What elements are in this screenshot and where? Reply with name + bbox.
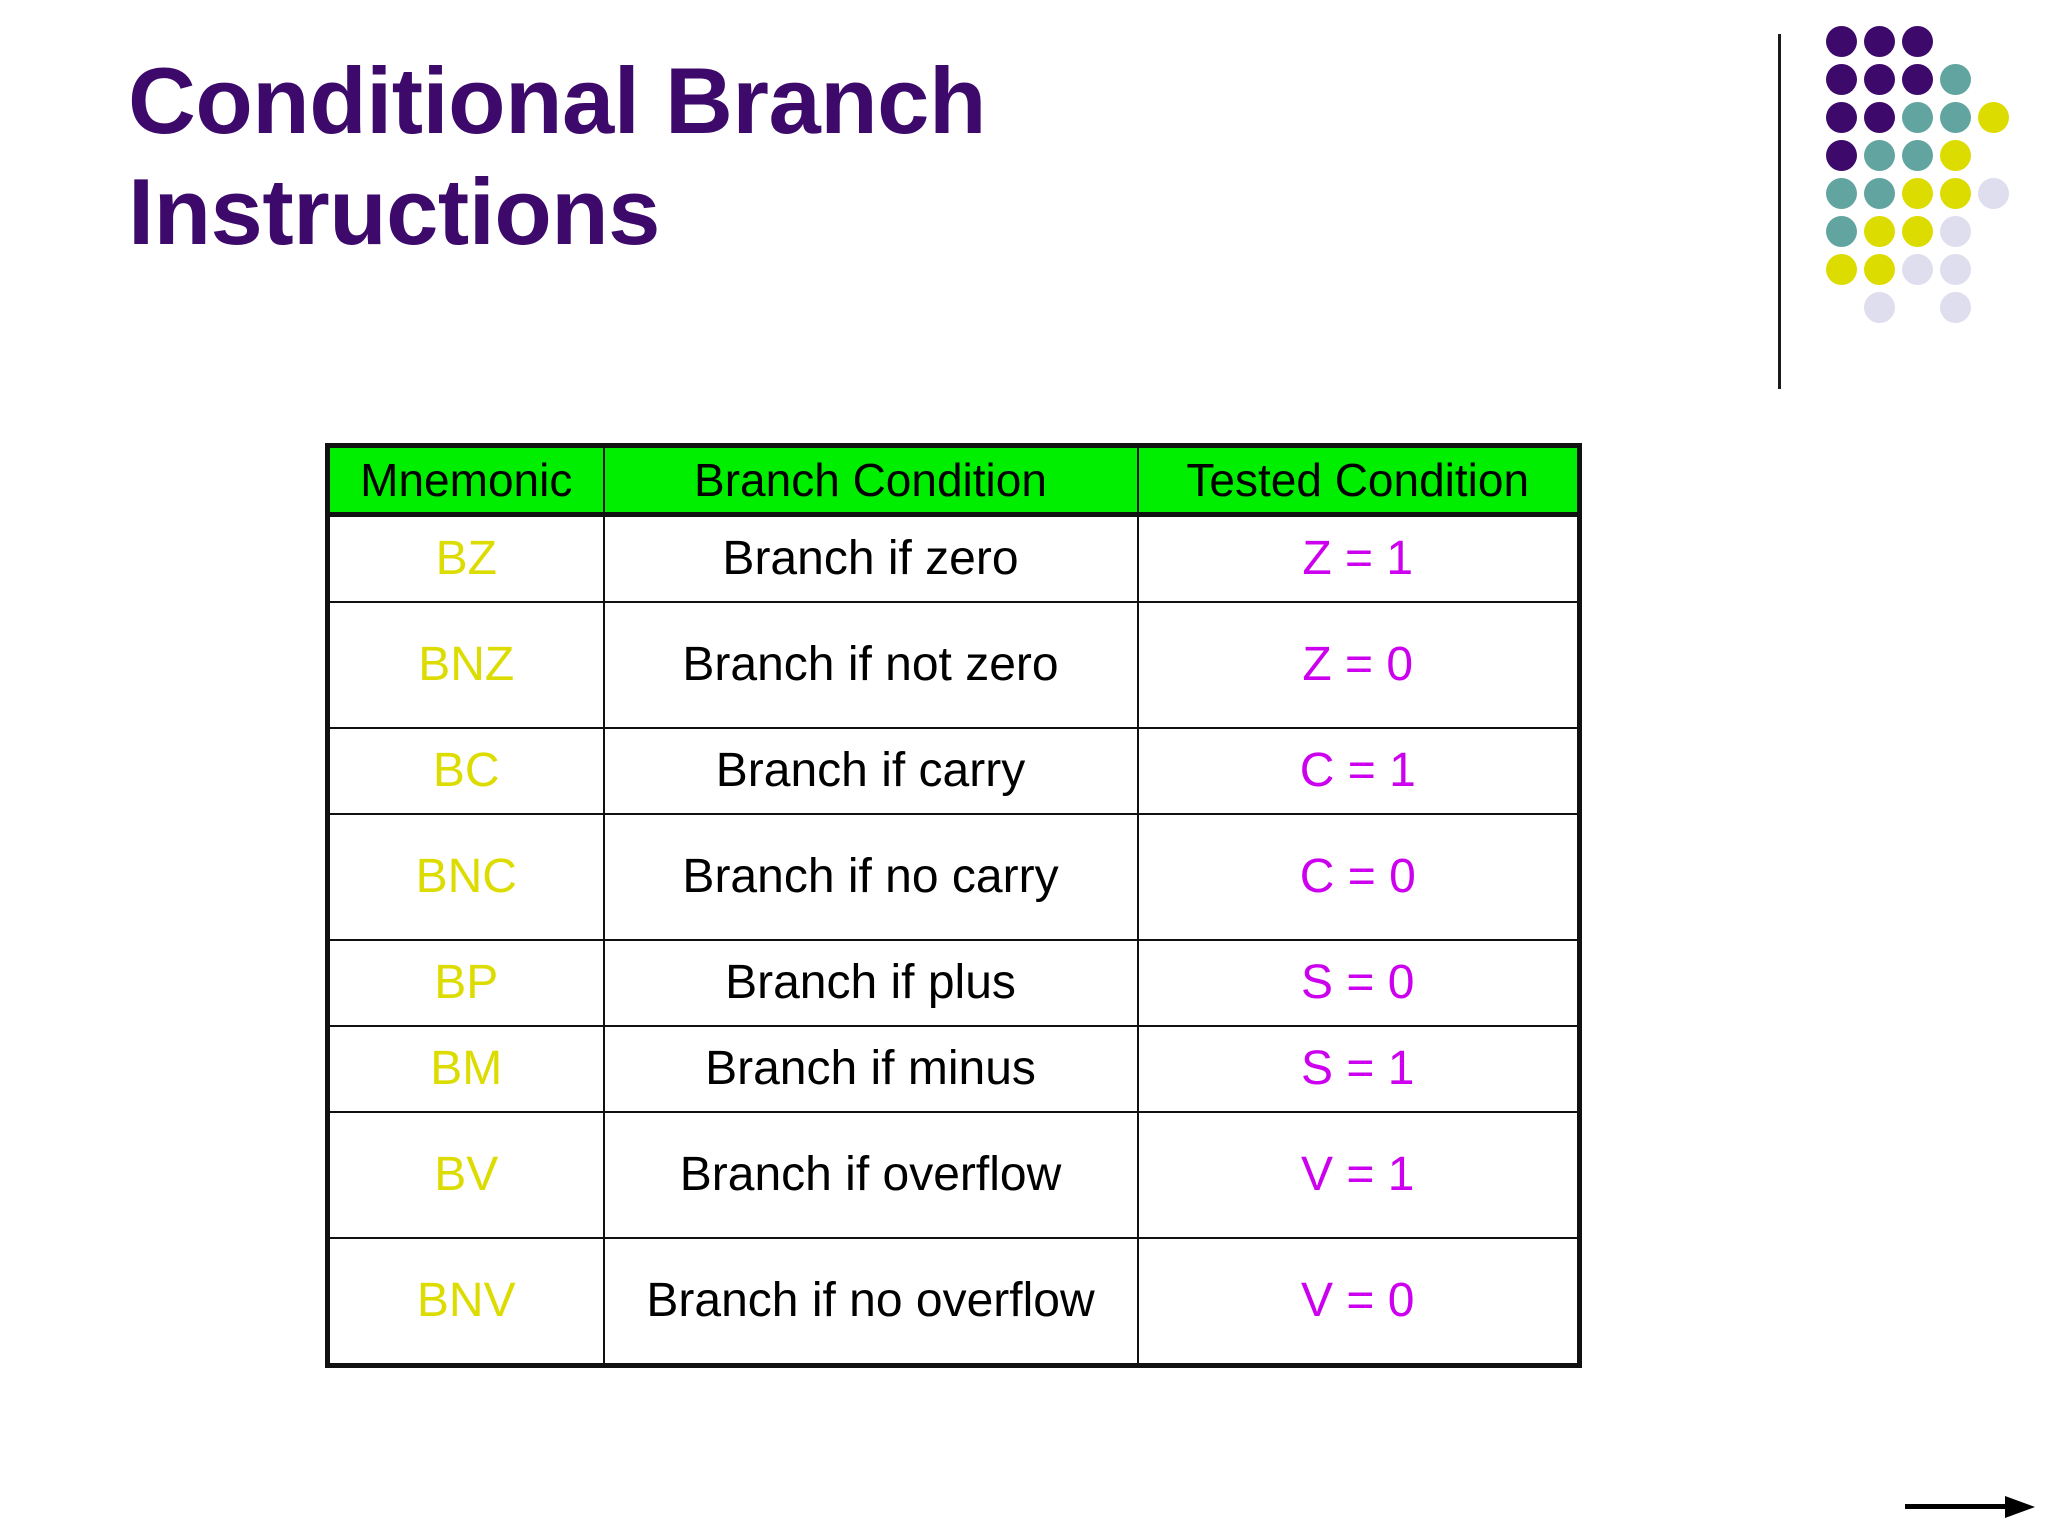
column-header-tested-condition: Tested Condition <box>1136 444 1581 517</box>
table-header: Mnemonic Branch Condition Tested Conditi… <box>326 444 1581 517</box>
cell-tested-condition: Z = 0 <box>1136 601 1581 729</box>
cell-mnemonic: BM <box>326 1025 605 1113</box>
conditional-branch-table-container: Mnemonic Branch Condition Tested Conditi… <box>325 443 1582 1368</box>
cell-tested-condition: Z = 1 <box>1136 513 1581 603</box>
logo-dot-teal <box>1864 140 1895 171</box>
logo-dot-purple <box>1864 26 1895 57</box>
cell-tested-condition: V = 0 <box>1136 1237 1581 1367</box>
cell-tested-condition: C = 0 <box>1136 813 1581 941</box>
logo-divider-line <box>1778 34 1781 389</box>
logo-dot-row <box>1826 178 2016 216</box>
cell-tested-condition: S = 0 <box>1136 939 1581 1027</box>
logo-dot-purple <box>1864 102 1895 133</box>
logo-dot-purple <box>1826 26 1857 57</box>
logo-dot-teal <box>1940 64 1971 95</box>
logo-dot-lavender <box>1940 216 1971 247</box>
logo-dot-empty <box>1978 140 2009 171</box>
logo-dot-row <box>1826 140 2016 178</box>
logo-dot-empty <box>1978 254 2009 285</box>
cell-tested-condition: V = 1 <box>1136 1111 1581 1239</box>
logo-dot-yellow <box>1940 178 1971 209</box>
logo-dot-yellow <box>1940 140 1971 171</box>
logo-dot-teal <box>1902 102 1933 133</box>
logo-dot-row <box>1826 216 2016 254</box>
cell-mnemonic: BV <box>326 1111 605 1239</box>
logo-dot-purple <box>1826 64 1857 95</box>
logo-dot-row <box>1826 292 2016 330</box>
cell-mnemonic: BZ <box>326 513 605 603</box>
cell-branch-condition: Branch if zero <box>602 513 1139 603</box>
logo-dot-yellow <box>1864 254 1895 285</box>
column-header-mnemonic: Mnemonic <box>326 444 605 517</box>
logo-dot-teal <box>1902 140 1933 171</box>
logo-dot-teal <box>1826 178 1857 209</box>
cell-mnemonic: BC <box>326 727 605 815</box>
logo-dot-yellow <box>1978 102 2009 133</box>
cell-mnemonic: BNZ <box>326 601 605 729</box>
cell-branch-condition: Branch if overflow <box>602 1111 1139 1239</box>
logo-dot-yellow <box>1864 216 1895 247</box>
logo <box>1778 26 2028 389</box>
cell-branch-condition: Branch if plus <box>602 939 1139 1027</box>
logo-dot-lavender <box>1864 292 1895 323</box>
logo-dot-grid <box>1826 26 2016 330</box>
logo-dot-teal <box>1864 178 1895 209</box>
cell-branch-condition: Branch if no overflow <box>602 1237 1139 1367</box>
logo-dot-purple <box>1826 140 1857 171</box>
cell-tested-condition: C = 1 <box>1136 727 1581 815</box>
cell-branch-condition: Branch if no carry <box>602 813 1139 941</box>
logo-dot-row <box>1826 102 2016 140</box>
logo-dot-teal <box>1940 102 1971 133</box>
logo-dot-lavender <box>1940 292 1971 323</box>
column-header-branch-condition: Branch Condition <box>602 444 1139 517</box>
cell-mnemonic: BNC <box>326 813 605 941</box>
cell-mnemonic: BNV <box>326 1237 605 1367</box>
logo-dot-purple <box>1864 64 1895 95</box>
logo-dot-empty <box>1978 64 2009 95</box>
logo-dot-empty <box>1978 292 2009 323</box>
cell-branch-condition: Branch if carry <box>602 727 1139 815</box>
logo-dot-purple <box>1826 102 1857 133</box>
logo-dot-row <box>1826 254 2016 292</box>
conditional-branch-table: Mnemonic Branch Condition Tested Conditi… <box>325 443 1582 1368</box>
cell-branch-condition: Branch if not zero <box>602 601 1139 729</box>
logo-dot-purple <box>1902 64 1933 95</box>
logo-dot-yellow <box>1826 254 1857 285</box>
logo-dot-yellow <box>1902 216 1933 247</box>
logo-dot-empty <box>1902 292 1933 323</box>
logo-dot-empty <box>1826 292 1857 323</box>
next-arrow-icon[interactable] <box>1905 1494 2035 1520</box>
logo-dot-lavender <box>1902 254 1933 285</box>
logo-dot-empty <box>1978 26 2009 57</box>
logo-dot-teal <box>1826 216 1857 247</box>
table-header-row: Mnemonic Branch Condition Tested Conditi… <box>326 444 1581 517</box>
arrow-shaft <box>1905 1504 2009 1509</box>
cell-tested-condition: S = 1 <box>1136 1025 1581 1113</box>
logo-dot-empty <box>1940 26 1971 57</box>
logo-dot-lavender <box>1940 254 1971 285</box>
logo-dot-lavender <box>1978 178 2009 209</box>
cell-mnemonic: BP <box>326 939 605 1027</box>
logo-dot-row <box>1826 64 2016 102</box>
arrow-head <box>2005 1496 2035 1518</box>
cell-branch-condition: Branch if minus <box>602 1025 1139 1113</box>
logo-dot-row <box>1826 26 2016 64</box>
logo-dot-yellow <box>1902 178 1933 209</box>
logo-dot-empty <box>1978 216 2009 247</box>
page-title: Conditional Branch Instructions <box>128 48 986 264</box>
logo-dot-purple <box>1902 26 1933 57</box>
